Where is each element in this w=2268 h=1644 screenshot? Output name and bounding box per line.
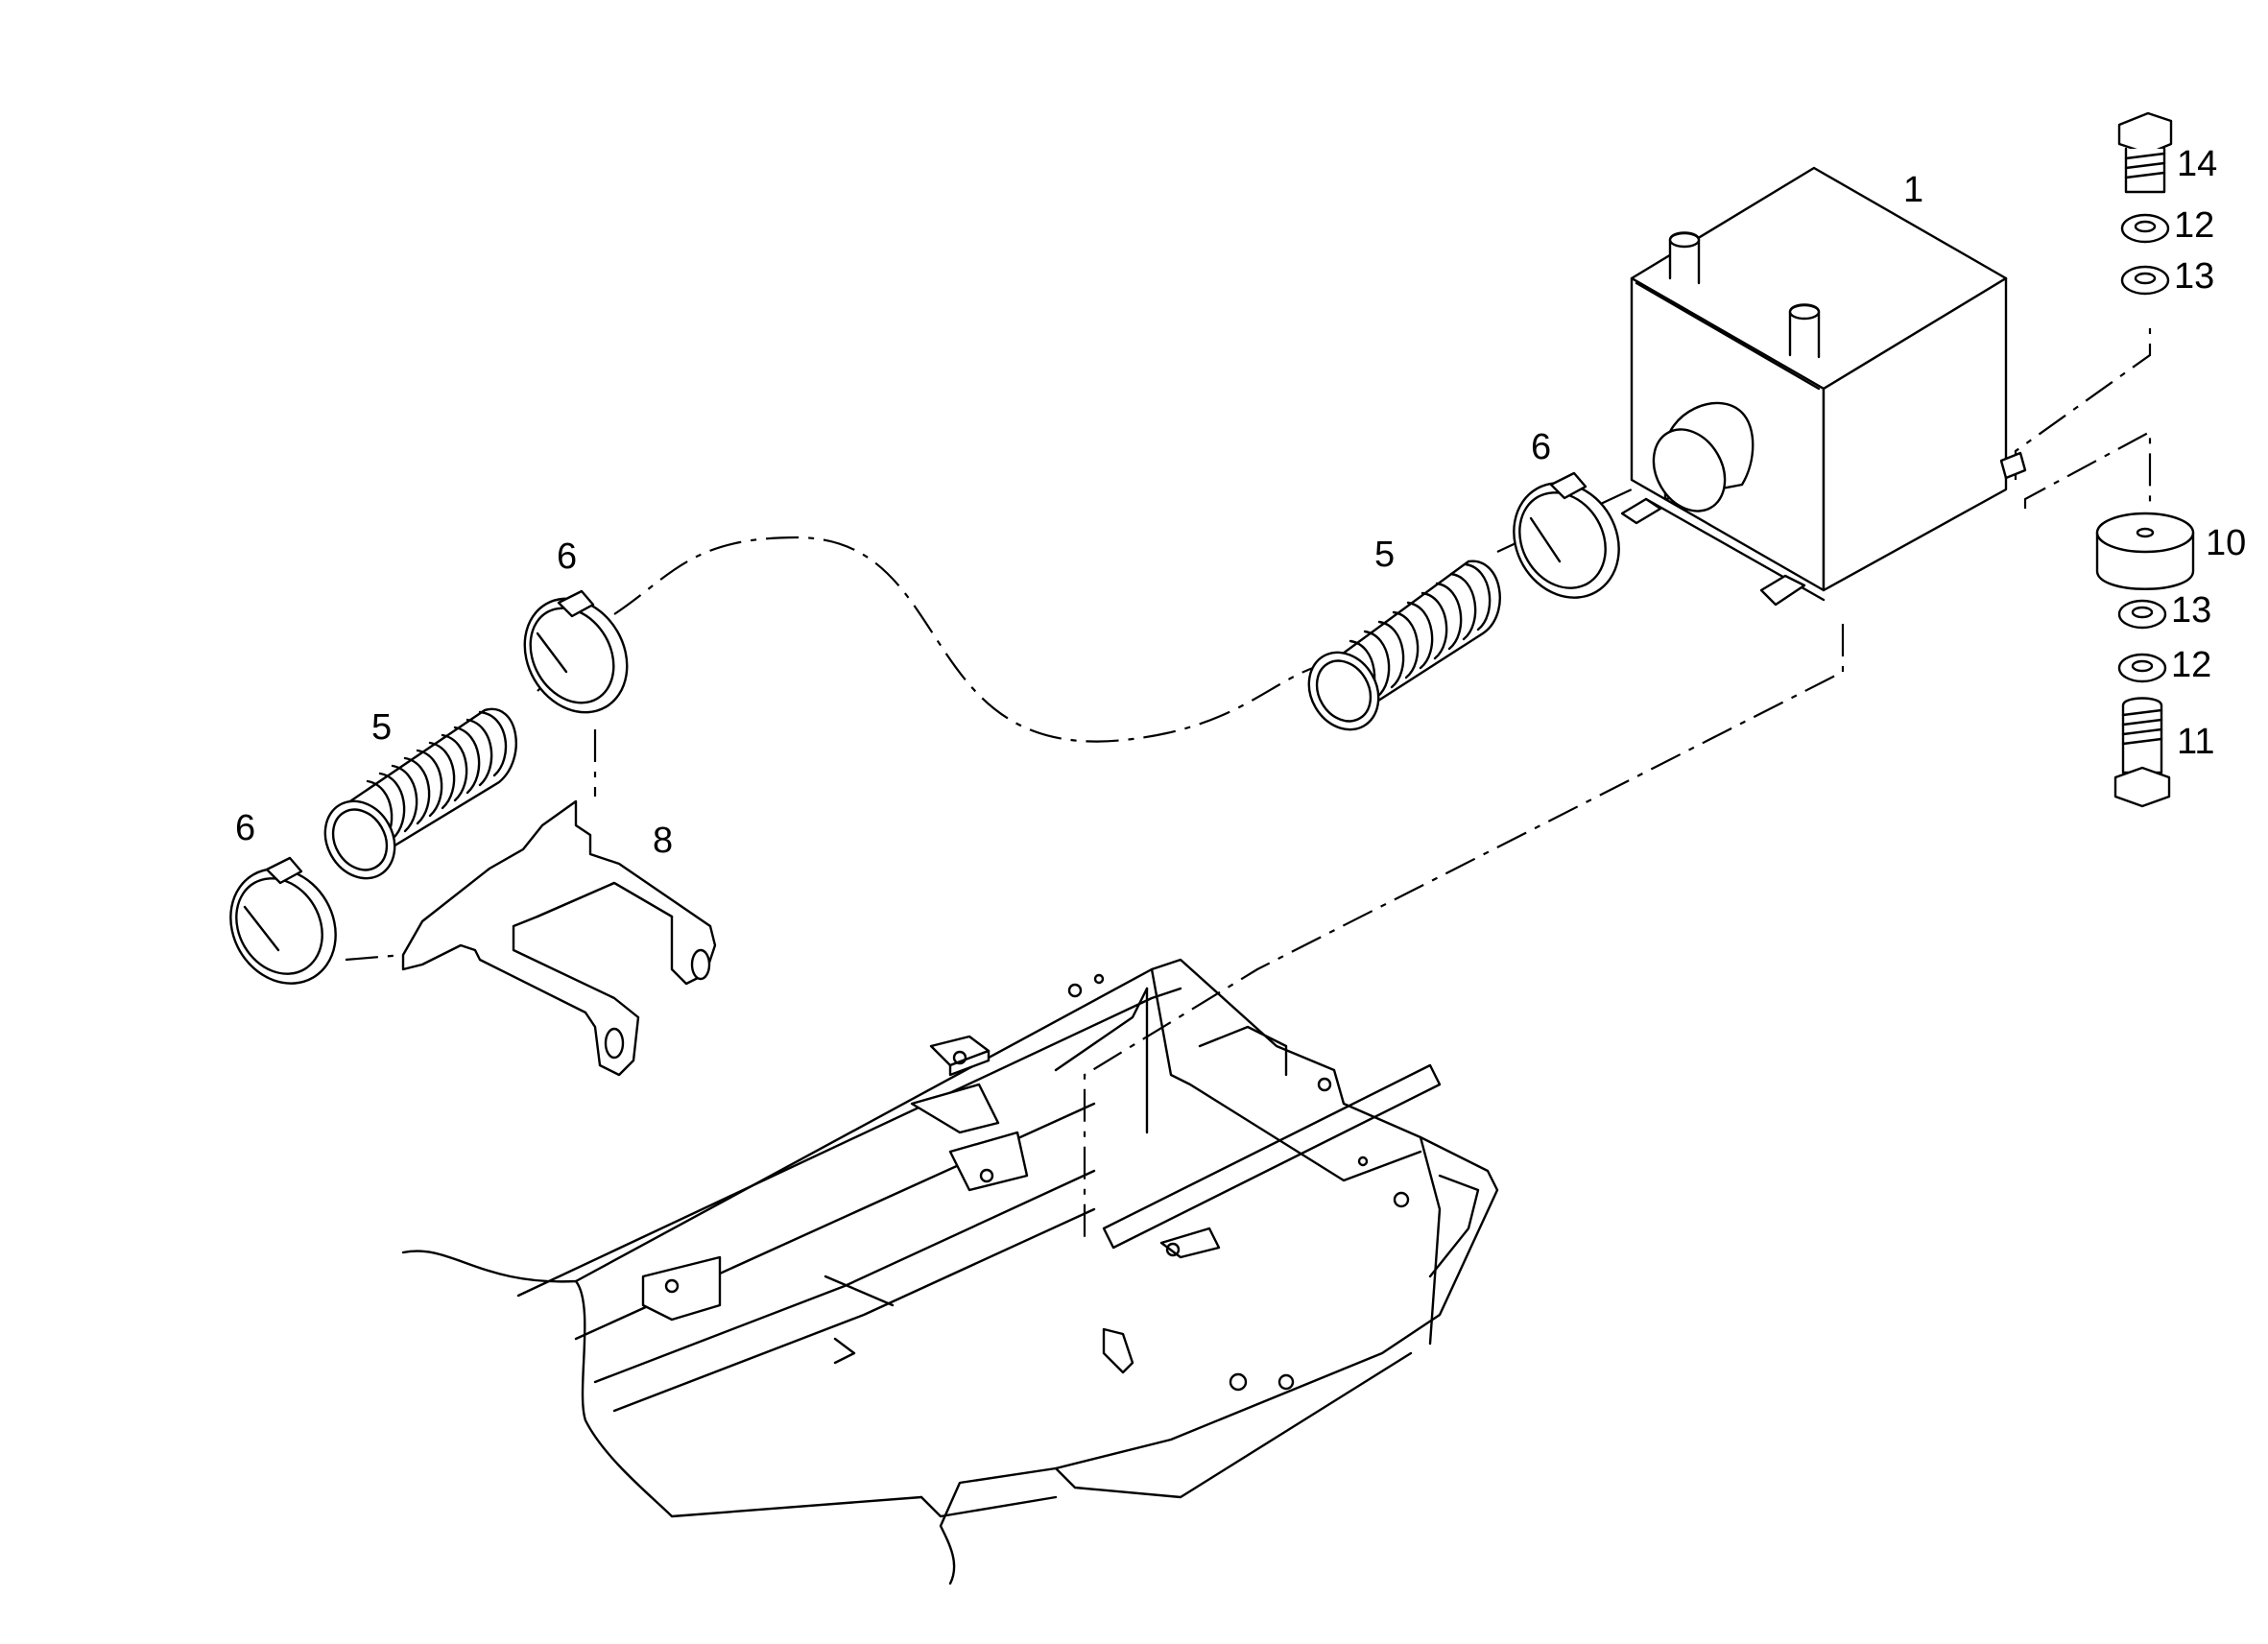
callout-part-12-bottom: 12 xyxy=(2171,645,2211,685)
callout-part-1: 1 xyxy=(1903,170,1923,210)
callout-part-10: 10 xyxy=(2206,523,2246,563)
callout-part-13-bottom: 13 xyxy=(2171,590,2211,631)
bolt-part-14 xyxy=(2117,111,2173,194)
hose-clamp-part-6-right xyxy=(1513,471,1620,599)
washer-part-12-bottom xyxy=(2117,653,2167,683)
chassis-frame xyxy=(401,958,1499,1585)
callout-part-6-lower-left: 6 xyxy=(235,808,255,848)
washer-part-13-bottom xyxy=(2117,599,2167,630)
washer-part-13-top xyxy=(2120,265,2170,296)
washer-part-12-top xyxy=(2120,213,2170,244)
hose-clamp-part-6-upper-left xyxy=(523,589,629,714)
hose-part-5-left xyxy=(323,707,517,880)
callout-labels: 1 5 5 6 6 6 8 10 11 12 12 13 13 14 xyxy=(235,144,2246,861)
bolt-part-11 xyxy=(2113,697,2171,808)
rubber-mount-part-10 xyxy=(2095,512,2195,590)
hose-clamp-part-6-lower-left xyxy=(229,856,337,985)
callout-part-14: 14 xyxy=(2177,144,2217,184)
callout-part-11: 11 xyxy=(2177,722,2214,762)
bracket-part-8 xyxy=(401,799,717,1077)
callout-part-12-top: 12 xyxy=(2174,205,2214,246)
callout-part-6-right: 6 xyxy=(1531,427,1551,467)
callout-part-13-top: 13 xyxy=(2174,256,2214,297)
callout-part-5-left: 5 xyxy=(371,707,392,748)
callout-part-6-upper-left: 6 xyxy=(557,536,577,577)
callout-part-5-right: 5 xyxy=(1374,535,1395,575)
callout-part-8: 8 xyxy=(653,821,673,861)
tank-part-1 xyxy=(1620,166,2027,607)
hose-part-5-right xyxy=(1307,560,1501,731)
